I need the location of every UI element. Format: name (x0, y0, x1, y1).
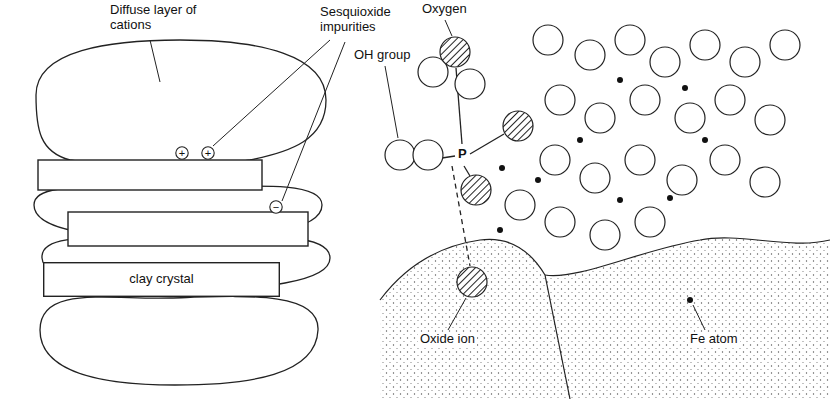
atom-circle (385, 25, 800, 250)
callout-label: Oxide ion (418, 332, 477, 347)
leader-line (385, 20, 705, 330)
leader-line (150, 40, 345, 201)
callout-label: OH group (352, 48, 416, 63)
charge-symbol: + (201, 146, 215, 160)
callout-label: Fe atom (688, 332, 740, 347)
clay-crystal: clay crystal (43, 262, 280, 297)
atom-symbol: P (456, 147, 469, 162)
bond-line (442, 68, 504, 266)
fe-atom (497, 77, 708, 303)
node-text: + (179, 148, 185, 159)
node-text: clay crystal (129, 272, 193, 287)
oxygen-atom (440, 37, 533, 297)
charge-symbol: − (269, 200, 283, 214)
callout-label: Diffuse layer of cations (108, 3, 222, 33)
clay-crystal-plate (38, 160, 308, 246)
diffuse-layer (34, 40, 330, 385)
node-text: + (205, 148, 211, 159)
callout-label: Oxygen (420, 2, 469, 17)
callout-label: Sesquioxide impurities (318, 5, 417, 35)
grain-surface (380, 238, 830, 399)
charge-symbol: + (175, 146, 189, 160)
node-text: − (273, 202, 279, 213)
